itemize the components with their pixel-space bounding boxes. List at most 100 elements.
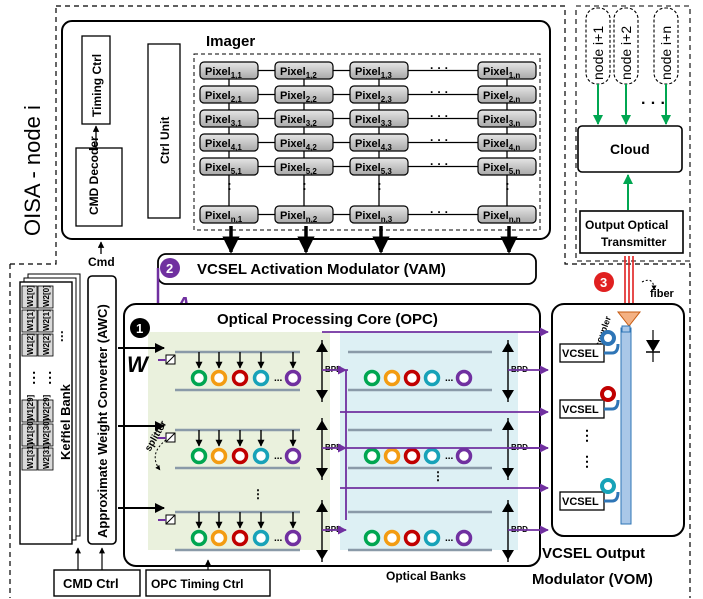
pixel-cell — [349, 205, 409, 224]
kernel-cell — [37, 423, 54, 447]
pixel-cell — [199, 109, 259, 128]
node-label: node i+2 — [618, 26, 634, 80]
pixel-cell — [349, 61, 409, 80]
microring — [252, 369, 270, 387]
vom-title-2: Modulator (VOM) — [532, 571, 653, 588]
microring — [190, 369, 208, 387]
kernel-cell-label: W1[31] — [26, 442, 35, 469]
microring — [423, 369, 441, 387]
ring-ellipsis: ... — [445, 451, 454, 462]
kernel-ellipsis: ⋮ — [27, 369, 41, 385]
pixel-cell — [199, 157, 259, 176]
cmd-ctrl-label: CMD Ctrl — [63, 576, 119, 591]
pixel-cell — [349, 157, 409, 176]
timing-ctrl-label: Timing Ctrl — [90, 54, 104, 117]
kernel-cell-label: W1[2] — [26, 333, 35, 355]
vam-title: VCSEL Activation Modulator (VAM) — [197, 261, 446, 278]
pixel-row-ellipsis: · · · — [430, 61, 449, 75]
fiber-badge-number: 3 — [600, 275, 607, 290]
pixel-array-frame — [193, 53, 541, 231]
kernel-cell-label: W2[0] — [42, 285, 51, 307]
kernel-cell — [21, 399, 38, 423]
pixel-cell — [477, 205, 537, 224]
cloud-title: Cloud — [610, 141, 650, 157]
pixel-cell — [477, 85, 537, 104]
awc-title: Approximate Weight Converter (AWC) — [95, 304, 110, 538]
microring — [252, 447, 270, 465]
ring-ellipsis: ... — [274, 451, 283, 462]
pixel-cell — [274, 157, 334, 176]
vcsel-label: VCSEL — [562, 348, 599, 360]
kernel-cell-label: W2[31] — [42, 442, 51, 469]
microring — [423, 529, 441, 547]
vom-title-1: VCSEL Output — [542, 545, 645, 562]
pixel-cell — [274, 109, 334, 128]
pixel-row-ellipsis: · · · — [430, 133, 449, 147]
pixel-row-ellipsis: · · · — [430, 85, 449, 99]
pixel-cell — [274, 205, 334, 224]
pixel-row-ellipsis: · · · — [430, 205, 449, 219]
microring — [210, 447, 228, 465]
pixel-cell — [274, 61, 334, 80]
vom-ring — [600, 330, 616, 346]
pixel-row-ellipsis: · · · — [430, 109, 449, 123]
kernel-cell-label: W2[1] — [42, 309, 51, 331]
vam-badge-number: 2 — [166, 261, 173, 276]
kernel-cell-label: W2[30] — [42, 418, 51, 445]
pixel-cell — [477, 157, 537, 176]
bank-ellipsis: ⋮ — [432, 469, 444, 483]
kernel-cell — [37, 309, 54, 333]
microring — [363, 369, 381, 387]
transmitter-line2: Transmitter — [601, 235, 667, 249]
microring — [363, 447, 381, 465]
kernel-cell-label: W2[29] — [42, 394, 51, 421]
optical-banks-label: Optical Banks — [386, 569, 466, 583]
microring — [252, 529, 270, 547]
microring — [284, 447, 302, 465]
vcsel-waveguide — [604, 343, 620, 355]
vcsel-label: VCSEL — [562, 404, 599, 416]
pixel-cell — [274, 133, 334, 152]
opc-badge-number: 1 — [136, 321, 143, 336]
awc-block — [87, 275, 117, 545]
ctrl-unit-label: Ctrl Unit — [158, 117, 172, 164]
kernel-cell — [21, 447, 38, 471]
kernel-cell-label: W1[29] — [26, 394, 35, 421]
node-label: OISA - node i — [20, 105, 45, 236]
pixel-row-ellipsis: · · · — [430, 157, 449, 171]
kernel-cell-label: W2[2] — [42, 333, 51, 355]
kernel-cell — [21, 309, 38, 333]
timing-ctrl-box — [81, 35, 111, 125]
microring — [210, 369, 228, 387]
transmitter-line1: Output Optical — [585, 218, 668, 232]
cmd-decoder-box — [75, 147, 123, 227]
microring — [383, 447, 401, 465]
microring — [190, 529, 208, 547]
opc-banks: ...BPD...BPD...BPD...BPD...BPD...BPD⋮⋮ — [118, 327, 549, 562]
opc-badge — [130, 318, 150, 338]
kernel-cell — [37, 447, 54, 471]
microring — [210, 529, 228, 547]
microring — [231, 529, 249, 547]
microring — [455, 529, 473, 547]
kernel-cell — [21, 333, 38, 357]
opc-panel-right — [340, 332, 518, 550]
imager-title: Imager — [206, 33, 255, 50]
vcsel-waveguide — [604, 491, 620, 503]
output-waveguide — [620, 327, 632, 525]
opc-signal-w: W — [127, 352, 150, 377]
ctrl-unit-box — [147, 43, 181, 219]
fiber-label: fiber — [650, 288, 675, 300]
transmitter-block — [579, 210, 684, 254]
vcsel-ellipsis: ⋮ — [580, 427, 594, 443]
kernel-cell — [37, 333, 54, 357]
kernel-cell-label: W1[30] — [26, 418, 35, 445]
pixel-cell — [274, 85, 334, 104]
pixel-cell — [349, 85, 409, 104]
ring-ellipsis: ... — [274, 373, 283, 384]
pixel-col-ellipsis: : — [505, 177, 510, 193]
